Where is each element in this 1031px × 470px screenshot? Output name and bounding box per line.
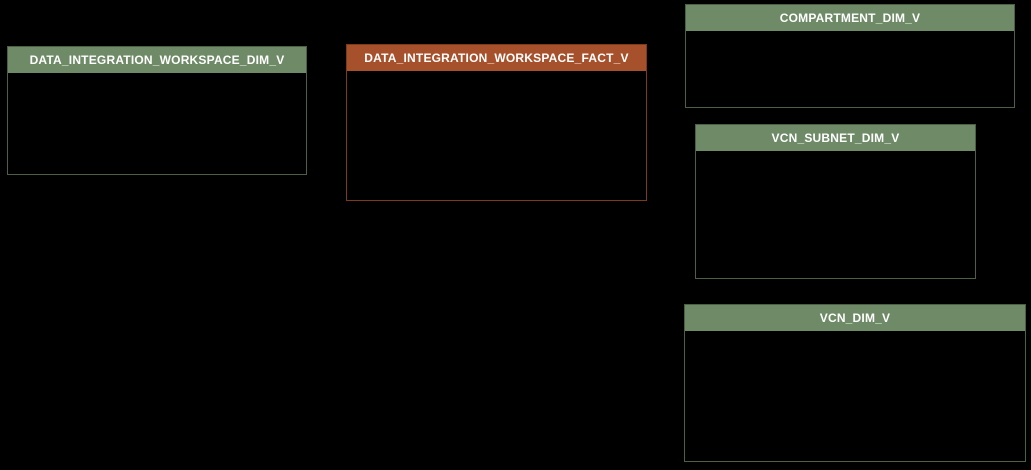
entity-header[interactable]: DATA_INTEGRATION_WORKSPACE_DIM_V (8, 47, 306, 73)
entity-body (696, 151, 975, 278)
entity-data-integration-workspace-dim-v[interactable]: DATA_INTEGRATION_WORKSPACE_DIM_V (7, 46, 307, 175)
entity-body (347, 71, 646, 200)
entity-vcn-dim-v[interactable]: VCN_DIM_V (684, 304, 1026, 462)
entity-title: DATA_INTEGRATION_WORKSPACE_DIM_V (29, 53, 285, 67)
entity-body (686, 31, 1014, 107)
entity-title: DATA_INTEGRATION_WORKSPACE_FACT_V (364, 51, 629, 65)
entity-header[interactable]: COMPARTMENT_DIM_V (686, 5, 1014, 31)
entity-data-integration-workspace-fact-v[interactable]: DATA_INTEGRATION_WORKSPACE_FACT_V (346, 44, 647, 201)
entity-title: COMPARTMENT_DIM_V (779, 11, 921, 25)
entity-header[interactable]: VCN_SUBNET_DIM_V (696, 125, 975, 151)
entity-title: VCN_SUBNET_DIM_V (771, 131, 900, 145)
entity-body (685, 331, 1025, 461)
entity-header[interactable]: VCN_DIM_V (685, 305, 1025, 331)
entity-vcn-subnet-dim-v[interactable]: VCN_SUBNET_DIM_V (695, 124, 976, 279)
entity-header[interactable]: DATA_INTEGRATION_WORKSPACE_FACT_V (347, 45, 646, 71)
entity-body (8, 73, 306, 174)
entity-compartment-dim-v[interactable]: COMPARTMENT_DIM_V (685, 4, 1015, 108)
entity-title: VCN_DIM_V (819, 311, 891, 325)
